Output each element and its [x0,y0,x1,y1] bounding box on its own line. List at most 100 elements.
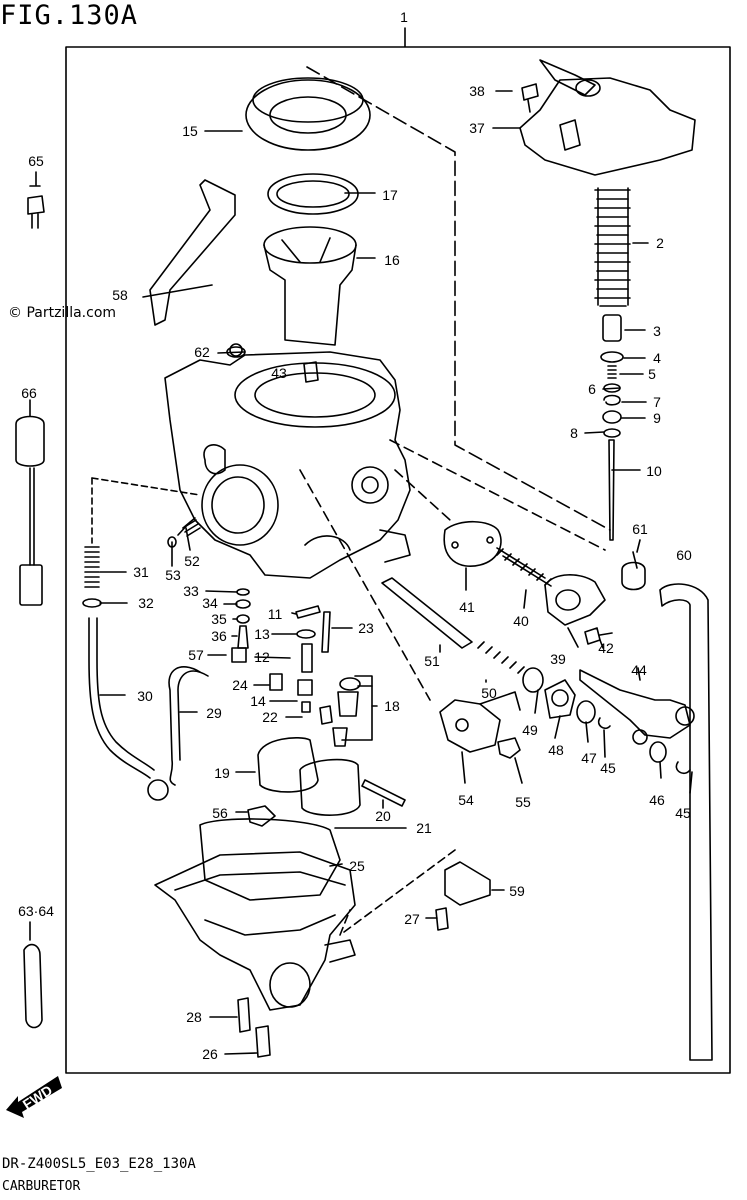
callout: 16 [384,252,400,268]
callout: 20 [375,808,391,824]
needle-valve-18 [332,727,348,747]
callout: 47 [581,750,597,766]
callout: 63·64 [18,903,54,919]
washer-32 [82,598,102,608]
callout: 41 [459,599,475,615]
callout: 51 [424,653,440,669]
ring-17 [267,173,359,215]
callout: 46 [649,792,665,808]
oring-18 [339,677,361,691]
spring-31 [84,546,100,588]
assembly-frame [65,27,731,1074]
screw-43 [303,361,319,383]
washer-33 [236,588,250,596]
callout: 35 [211,611,227,627]
callout: 23 [358,620,374,636]
jet-11 [295,605,321,619]
washer-35 [236,614,250,624]
valve-18 [337,691,359,717]
adjuster-30 [147,779,169,801]
clip-7 [603,394,621,406]
callout: 5 [648,366,656,382]
spring-50 [477,641,525,674]
callout: 10 [646,463,662,479]
jet-needle-10 [608,439,615,541]
carburetor-body [164,351,411,579]
hose-58 [149,179,236,326]
callout: 3 [653,323,661,339]
spring-2 [594,189,631,307]
callout: 26 [202,1046,218,1062]
callout: 65 [28,153,44,169]
callout: 4 [653,350,661,366]
callout: 52 [184,553,200,569]
clamp-63-64 [23,943,43,1029]
callout: 33 [183,583,199,599]
float-bowl [154,851,356,1011]
clamp-61 [621,561,646,591]
fitting-48 [544,679,576,719]
harness-66 [15,415,45,467]
float-19 [257,737,319,793]
callout: 17 [382,187,398,203]
callout: 39 [550,651,566,667]
cap-39 [544,574,606,626]
figure-number: FIG.130A [0,0,139,31]
callout: 11 [268,606,283,622]
clip-45-a [597,717,611,730]
washer-8 [603,428,621,438]
callout: 43 [271,365,287,381]
callout: 55 [515,794,531,810]
callout: 9 [653,410,661,426]
vent-tube-29 [168,666,201,786]
needle-holder-3 [602,314,622,342]
callout: 44 [631,662,647,678]
oring-4 [600,351,624,363]
screw-21 [319,705,333,725]
callout: 31 [133,564,149,580]
clip-45-b [675,761,691,775]
oring-34 [235,599,251,609]
callout: 56 [212,805,228,821]
callout: 7 [653,394,661,410]
screw-38 [521,83,539,113]
hose-60 [659,583,713,1061]
callout: 28 [186,1009,202,1025]
callout: 37 [469,120,485,136]
diagram-title: CARBURETOR [2,1179,81,1194]
callout: 34 [202,595,218,611]
callout: 66 [21,385,37,401]
diagram-code: DR-Z400SL5_E03_E28_130A [2,1156,196,1172]
jet-57 [231,647,247,663]
spacer-9 [602,410,622,424]
top-cap-37 [519,77,696,176]
rod-51 [381,577,473,649]
callout: 12 [254,649,270,665]
callout: 48 [548,742,564,758]
oring-13 [296,629,316,639]
callout: 53 [165,567,181,583]
screw-36 [237,625,249,649]
needle-23 [321,611,331,653]
callout: 8 [570,425,578,441]
screw-27 [435,907,449,931]
callout: 42 [598,640,614,656]
washer-47 [576,700,596,724]
gasket-15 [245,79,371,151]
funnel-16 [263,226,357,264]
callout: 59 [509,883,525,899]
callout-labels: 1 15 17 16 58 62 43 38 37 2 3 4 5 6 7 9 … [18,9,692,1062]
callout: 2 [656,235,664,251]
jet-14 [297,679,313,696]
callout: 6 [588,381,596,397]
throttle-cable-30 [88,617,151,779]
callout: 18 [384,698,400,714]
callout: 57 [188,647,204,663]
callout: 38 [469,83,485,99]
callout: 32 [138,595,154,611]
watermark: © Partzilla.com [8,305,117,321]
screw-26 [255,1025,271,1058]
screw-28 [237,997,251,1033]
